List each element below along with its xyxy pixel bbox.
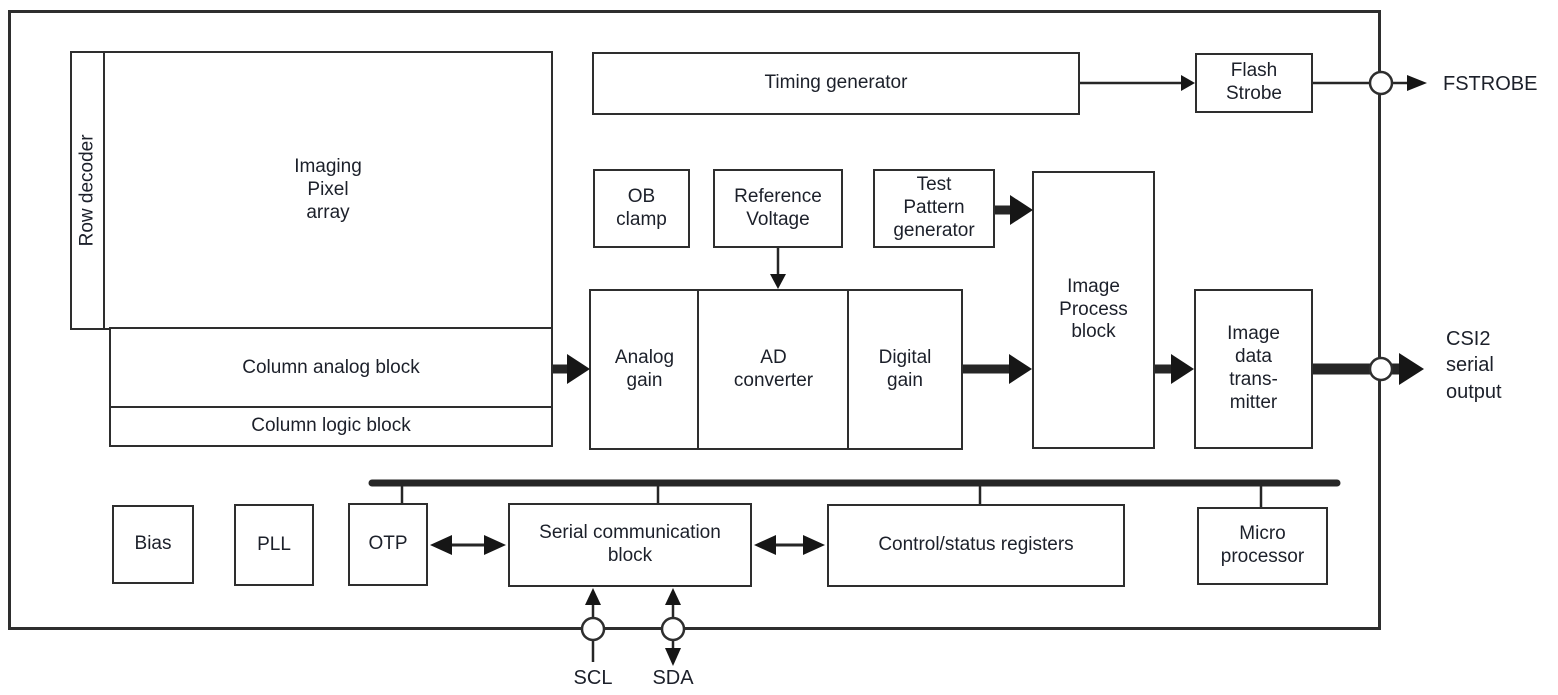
- block-timing-generator: Timing generator: [592, 52, 1080, 115]
- block-ad-converter: AD converter: [697, 289, 850, 450]
- block-test-pattern-generator: Test Pattern generator: [873, 169, 995, 248]
- block-micro-processor: Micro processor: [1197, 507, 1328, 585]
- block-digital-gain: Digital gain: [847, 289, 963, 450]
- block-control-status-registers: Control/status registers: [827, 504, 1125, 587]
- block-image-data-transmitter: Image data trans- mitter: [1194, 289, 1313, 449]
- block-bias: Bias: [112, 505, 194, 584]
- fstrobe-pin-label: FSTROBE: [1443, 73, 1538, 95]
- block-serial-communication: Serial communication block: [508, 503, 752, 587]
- block-imaging-pixel-array: Imaging Pixel array: [103, 51, 553, 330]
- block-reference-voltage: Reference Voltage: [713, 169, 843, 248]
- block-column-logic-block: Column logic block: [109, 406, 553, 447]
- block-pll: PLL: [234, 504, 314, 586]
- block-image-process: Image Process block: [1032, 171, 1155, 449]
- sda-pin-label: SDA: [652, 667, 694, 689]
- block-ob-clamp: OB clamp: [593, 169, 690, 248]
- scl-pin-label: SCL: [573, 667, 613, 689]
- block-flash-strobe: Flash Strobe: [1195, 53, 1313, 113]
- block-row-decoder: Row decoder: [70, 51, 106, 330]
- csi2-pin-label: CSI2 serial output: [1446, 328, 1502, 403]
- block-otp: OTP: [348, 503, 428, 586]
- block-row-decoder-label: Row decoder: [76, 134, 98, 247]
- chip-outline: [8, 10, 1381, 630]
- block-column-analog-block: Column analog block: [109, 327, 553, 409]
- block-analog-gain: Analog gain: [589, 289, 700, 450]
